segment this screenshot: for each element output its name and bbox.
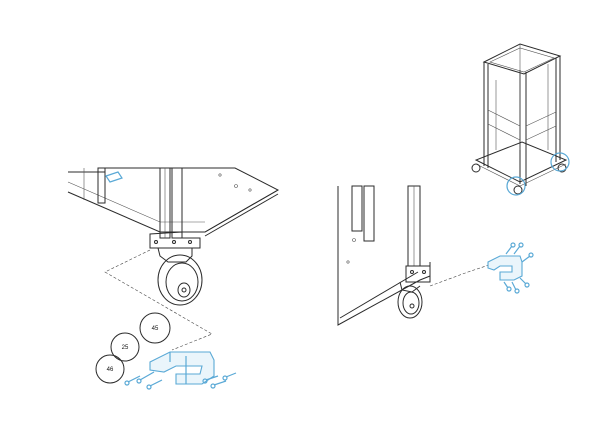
callout-45-label: 45 xyxy=(152,326,159,332)
overview-highlight-left xyxy=(506,176,526,196)
callout-25-label: 25 xyxy=(122,345,129,351)
left-cart-frame xyxy=(67,167,280,249)
overview-cart xyxy=(471,43,570,196)
callout-46-label: 46 xyxy=(107,367,114,373)
overview-highlight-right xyxy=(550,152,570,172)
left-caster-wheel xyxy=(157,247,203,306)
callout-46: 46 xyxy=(95,354,125,384)
left-leader-line xyxy=(104,249,213,351)
middle-leader-line xyxy=(429,263,493,287)
middle-fastener-screws xyxy=(503,242,534,294)
middle-caster-wheel xyxy=(397,281,423,319)
callout-25: 25 xyxy=(110,332,140,362)
middle-detail-view xyxy=(337,185,534,326)
middle-cart-frame xyxy=(337,185,431,326)
left-detail-view: 45 25 46 xyxy=(67,167,280,390)
callout-45: 45 xyxy=(139,312,171,344)
middle-bumper-bracket xyxy=(487,255,523,281)
left-bumper-bracket xyxy=(149,351,215,385)
left-fastener-screws xyxy=(124,371,237,390)
overview-casters xyxy=(471,163,567,195)
overview-frame xyxy=(474,43,568,187)
